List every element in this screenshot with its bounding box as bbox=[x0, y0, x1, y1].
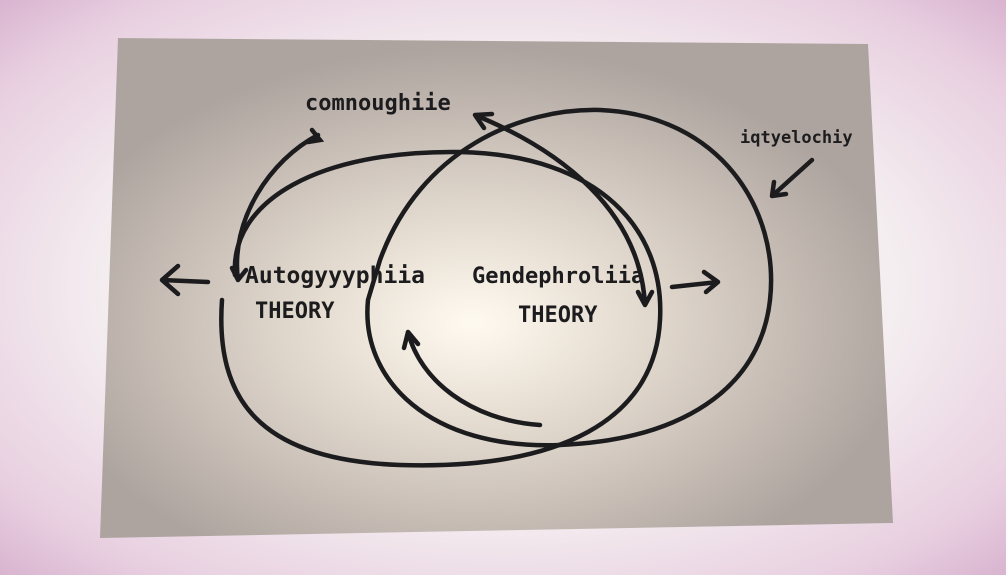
arrow-inner bbox=[401, 329, 543, 428]
top-label: comnoughiie bbox=[305, 91, 451, 116]
left-circle bbox=[219, 149, 663, 468]
arrow-left bbox=[159, 263, 211, 297]
left-circle-subtitle: THEORY bbox=[255, 299, 335, 324]
arrow-top-left bbox=[229, 127, 325, 283]
right-circle-title: Gendephroliia bbox=[472, 264, 644, 289]
arrow-right bbox=[669, 269, 721, 295]
right-circle-subtitle: THEORY bbox=[518, 303, 598, 328]
right-circle bbox=[365, 107, 774, 448]
arrow-label-right bbox=[769, 157, 815, 199]
right-label: iqtyelochiy bbox=[740, 128, 853, 148]
left-circle-title: Autogyyyphiia bbox=[245, 263, 425, 289]
arrow-top-right bbox=[472, 111, 655, 308]
